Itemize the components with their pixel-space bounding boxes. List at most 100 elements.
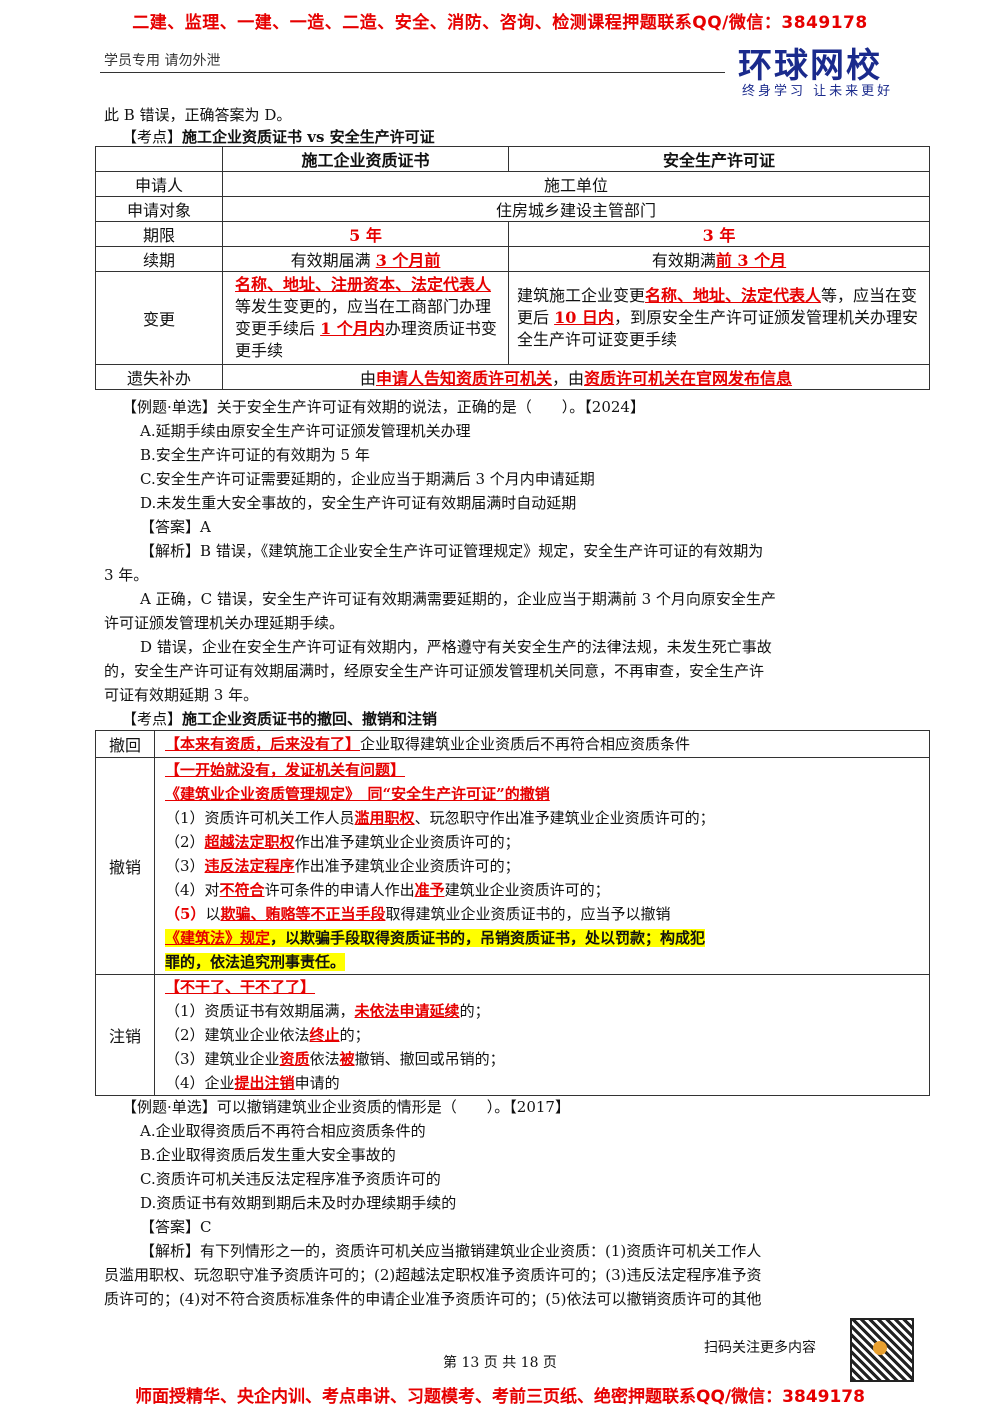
option: D.未发生重大安全事故的，安全生产许可证有效期届满时自动延期 xyxy=(140,494,577,512)
text: （2） xyxy=(165,833,205,851)
row-label: 撤回 xyxy=(95,730,155,758)
table-header: 安全生产许可证 xyxy=(508,146,930,172)
text: ，到原安全生产许可证颁发管理机关办理安全生产许可证变更手续 xyxy=(517,308,918,349)
topic-heading-1: 【考点】施工企业资质证书 vs 安全生产许可证 xyxy=(122,126,435,147)
text: 等，应当在变更后 xyxy=(517,286,918,327)
text: 建筑业企业资质许可的； xyxy=(444,881,610,899)
text: 的； xyxy=(459,1002,490,1020)
row-label: 遗失补办 xyxy=(95,364,223,390)
emphasis: 10 日内 xyxy=(554,308,614,327)
list-item: （1）资质证书有效期届满，未依法申请延续的； xyxy=(165,999,929,1023)
emphasis: 滥用职权 xyxy=(354,809,415,827)
option: D.资质证书有效期到期后未及时办理续期手续的 xyxy=(140,1194,457,1212)
emphasis: 【本来有资质，后来没有了】 xyxy=(165,735,361,753)
table-row: 撤回 【本来有资质，后来没有了】企业取得建筑业企业资质后不再符合相应资质条件 xyxy=(95,730,930,758)
text: 作出准予建筑业企业资质许可的； xyxy=(294,857,520,875)
text: 办理资质证书变更手续 xyxy=(235,319,497,360)
explanation: 质许可的；(4)对不符合资质标准条件的申请企业准予资质许可的；(5)依法可以撤销… xyxy=(104,1290,762,1308)
header-rule xyxy=(100,72,725,73)
table-cell: 3 年 xyxy=(508,221,930,247)
row-label: 申请对象 xyxy=(95,196,223,222)
text: 作出准予建筑业企业资质许可的； xyxy=(294,833,520,851)
table-cell: 住房城乡建设主管部门 xyxy=(222,196,930,222)
topic-title: 施工企业资质证书 vs 安全生产许可证 xyxy=(182,128,435,146)
qr-logo-icon xyxy=(873,1341,887,1355)
emphasis: 提出注销 xyxy=(234,1074,295,1092)
text: 以 xyxy=(205,905,221,923)
text: 建筑施工企业变更 xyxy=(517,286,646,305)
option: A.延期手续由原安全生产许可证颁发管理机关办理 xyxy=(140,422,471,440)
table-row: 撤销 【一开始就没有，发证机关有问题】 《建筑业企业资质管理规定》 同“安全生产… xyxy=(95,757,930,975)
option: C.资质许可机关违反法定程序准予资质许可的 xyxy=(140,1170,441,1188)
table-cell: 有效期满前 3 个月 xyxy=(508,246,930,272)
emphasis: 【一开始就没有，发证机关有问题】 xyxy=(165,761,406,779)
emphasis: 未依法申请延续 xyxy=(354,1002,460,1020)
bottom-banner: 师面授精华、央企内训、考点串讲、习题模考、考前三页纸、绝密押题联系QQ/微信：3… xyxy=(135,1387,865,1407)
emphasis: 《建筑业企业资质管理规定》 同“安全生产许可证”的撤销 xyxy=(165,785,550,803)
table-cell: 【本来有资质，后来没有了】企业取得建筑业企业资质后不再符合相应资质条件 xyxy=(154,730,930,758)
text: （3） xyxy=(165,857,205,875)
text: 企业取得建筑业企业资质后不再符合相应资质条件 xyxy=(360,735,691,753)
list-item: （3）违反法定程序作出准予建筑业企业资质许可的； xyxy=(165,854,929,878)
table-row: 申请人 施工单位 xyxy=(95,171,930,197)
answer: 【答案】C xyxy=(140,1218,212,1236)
emphasis: 准予 xyxy=(414,881,445,899)
emphasis: 《建筑法》规定 xyxy=(165,929,271,947)
emphasis: 被 xyxy=(339,1050,355,1068)
option: B.企业取得资质后发生重大安全事故的 xyxy=(140,1146,396,1164)
emphasis: 名称、地址、法定代表人 xyxy=(645,286,822,305)
emphasis: 名称、地址、注册资本、法定代表人 xyxy=(235,275,492,294)
table-header: 施工企业资质证书 xyxy=(222,146,509,172)
table-row: 变更 名称、地址、注册资本、法定代表人等发生变更的，应当在工商部门办理变更手续后… xyxy=(95,271,930,365)
text: ，由 xyxy=(552,369,585,388)
explanation: A 正确，C 错误，安全生产许可证有效期满需要延期的，企业应当于期满前 3 个月… xyxy=(140,590,776,608)
explanation: 可证有效期延期 3 年。 xyxy=(104,686,259,704)
text: 罪的，依法追究刑事责任。 xyxy=(165,953,346,971)
text: （4）企业 xyxy=(165,1074,235,1092)
explanation: 【解析】B 错误，《建筑施工企业安全生产许可证管理规定》规定，安全生产许可证的有… xyxy=(140,542,764,560)
emphasis: 超越法定职权 xyxy=(204,833,295,851)
text: 有效期届满 xyxy=(290,251,376,270)
text: 由 xyxy=(359,369,376,388)
paragraph: 此 B 错误，正确答案为 D。 xyxy=(104,106,292,124)
emphasis: 不符合 xyxy=(219,881,265,899)
table-cell: 【不干了、干不了了】 （1）资质证书有效期届满，未依法申请延续的； （2）建筑业… xyxy=(154,974,930,1096)
option: C.安全生产许可证需要延期的，企业应当于期满后 3 个月内申请延期 xyxy=(140,470,595,488)
text: 申请的 xyxy=(294,1074,340,1092)
question-stem: 【例题·单选】可以撤销建筑业企业资质的情形是（ ）。【2017】 xyxy=(122,1098,570,1116)
comparison-table: 施工企业资质证书 安全生产许可证 申请人 施工单位 申请对象 住房城乡建设主管部… xyxy=(95,146,930,390)
emphasis: 终止 xyxy=(309,1026,340,1044)
text: 等发生变更的，应当在工商部门办理变更手续后 xyxy=(235,297,492,338)
text: 许可条件的申请人作出 xyxy=(264,881,415,899)
question-stem: 【例题·单选】关于安全生产许可证有效期的说法，正确的是（ ）。【2024】 xyxy=(122,398,645,416)
table-cell: 【一开始就没有，发证机关有问题】 《建筑业企业资质管理规定》 同“安全生产许可证… xyxy=(154,757,930,975)
topic-tag: 【考点】 xyxy=(122,128,183,146)
text: （4）对 xyxy=(165,881,220,899)
emphasis: 【不干了、干不了了】 xyxy=(165,978,316,996)
text: 、玩忽职守作出准予建筑业企业资质许可的； xyxy=(414,809,715,827)
row-label: 撤销 xyxy=(95,757,155,975)
answer: 【答案】A xyxy=(140,518,211,536)
list-item: （3）建筑业企业资质依法被撤销、撤回或吊销的； xyxy=(165,1047,929,1071)
topic-title: 施工企业资质证书的撤回、撤销和注销 xyxy=(182,710,438,728)
text: ，以欺骗手段取得资质证书的，吊销资质证书，处以罚款；构成犯 xyxy=(270,929,706,947)
table-row: 申请对象 住房城乡建设主管部门 xyxy=(95,196,930,222)
table-cell: 名称、地址、注册资本、法定代表人等发生变更的，应当在工商部门办理变更手续后 1 … xyxy=(222,271,509,365)
emphasis: 欺骗、贿赂等不正当手段 xyxy=(220,905,386,923)
table-row: 遗失补办 由申请人告知资质许可机关，由资质许可机关在官网发布信息 xyxy=(95,364,930,390)
list-item: （1）资质许可机关工作人员滥用职权、玩忽职守作出准予建筑业企业资质许可的； xyxy=(165,806,929,830)
emphasis: 申请人告知资质许可机关 xyxy=(375,369,552,388)
list-item: （5）以欺骗、贿赂等不正当手段取得建筑业企业资质证书的，应当予以撤销 xyxy=(165,902,929,926)
table-row: 注销 【不干了、干不了了】 （1）资质证书有效期届满，未依法申请延续的； （2）… xyxy=(95,974,930,1096)
explanation: 员滥用职权、玩忽职守准予资质许可的；(2)超越法定职权准予资质许可的；(3)违反… xyxy=(104,1266,762,1284)
emphasis: （5） xyxy=(165,905,206,923)
text: （3）建筑业企业 xyxy=(165,1050,280,1068)
list-item: （2）超越法定职权作出准予建筑业企业资质许可的； xyxy=(165,830,929,854)
highlight-note: 《建筑法》规定，以欺骗手段取得资质证书的，吊销资质证书，处以罚款；构成犯 xyxy=(165,926,929,950)
explanation: 3 年。 xyxy=(104,566,149,584)
table-cell: 有效期届满 3 个月前 xyxy=(222,246,509,272)
text: （2）建筑业企业依法 xyxy=(165,1026,310,1044)
highlight-note: 罪的，依法追究刑事责任。 xyxy=(165,950,929,974)
text: 依法 xyxy=(309,1050,340,1068)
list-item: （4）对不符合许可条件的申请人作出准予建筑业企业资质许可的； xyxy=(165,878,929,902)
